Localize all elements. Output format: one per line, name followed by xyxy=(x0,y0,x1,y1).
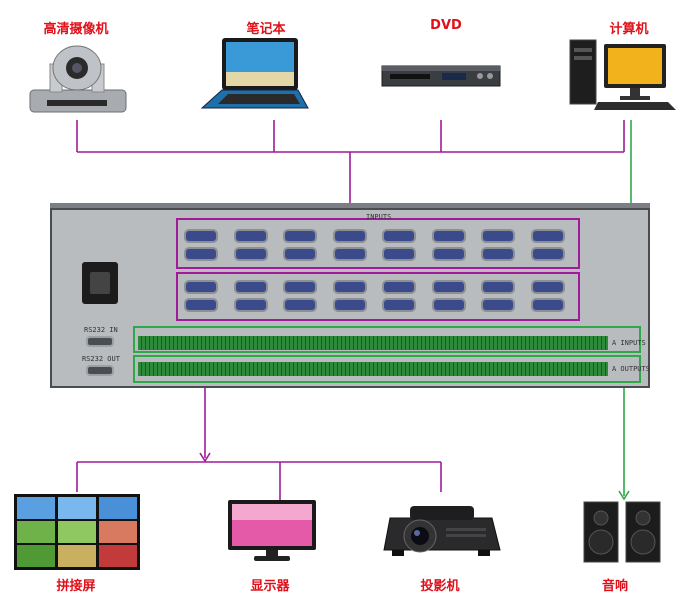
vga-port xyxy=(382,229,416,243)
inputs-highlight xyxy=(176,218,580,269)
output-label-video-wall: 拼接屏 xyxy=(56,579,96,594)
audio-outputs-highlight xyxy=(133,355,641,383)
rs232-in-port xyxy=(86,336,114,347)
audio-outputs-label: A OUTPUTS xyxy=(612,365,650,373)
vga-port xyxy=(481,298,515,312)
vga-port xyxy=(431,229,466,243)
rs232-out-port xyxy=(86,365,114,376)
monitor-icon xyxy=(228,500,316,561)
vga-port xyxy=(431,280,466,294)
vga-port xyxy=(382,247,416,261)
output-ports xyxy=(184,280,574,312)
dvd-player-icon xyxy=(381,65,501,87)
vga-port xyxy=(233,280,268,294)
vga-port xyxy=(332,229,367,243)
laptop-icon xyxy=(200,38,309,109)
vga-port xyxy=(283,298,317,312)
speakers-icon xyxy=(583,501,661,563)
video-wall-icon xyxy=(14,494,140,570)
source-label-laptop: 笔记本 xyxy=(246,22,286,37)
output-label-monitor: 显示器 xyxy=(250,579,290,594)
ptz-camera-icon xyxy=(29,45,127,113)
source-label-camera: 高清摄像机 xyxy=(43,22,109,37)
vga-port xyxy=(184,298,218,312)
input-ports xyxy=(184,229,574,261)
vga-port xyxy=(332,247,367,261)
vga-port xyxy=(332,280,367,294)
vga-port xyxy=(481,247,515,261)
matrix-chassis-top xyxy=(50,203,650,211)
vga-port xyxy=(530,229,565,243)
outputs-highlight xyxy=(176,272,580,321)
vga-port xyxy=(184,280,218,294)
inputs-label: INPUTS xyxy=(366,213,392,221)
vga-port xyxy=(184,247,218,261)
desktop-computer-icon xyxy=(569,39,676,110)
vga-port xyxy=(233,298,268,312)
vga-port xyxy=(431,298,466,312)
vga-port xyxy=(530,298,565,312)
vga-port xyxy=(283,247,317,261)
audio-inputs-label: A INPUTS xyxy=(612,339,646,347)
vga-port xyxy=(283,280,317,294)
vga-port xyxy=(481,229,515,243)
output-label-speakers: 音响 xyxy=(601,579,628,594)
vga-port xyxy=(530,247,565,261)
projector-icon xyxy=(383,506,501,556)
vga-port xyxy=(382,280,416,294)
source-label-computer: 计算机 xyxy=(609,22,649,37)
vga-port xyxy=(233,247,268,261)
vga-port xyxy=(481,280,515,294)
vga-port xyxy=(382,298,416,312)
vga-port xyxy=(332,298,367,312)
audio-inputs-highlight xyxy=(133,326,641,353)
vga-port xyxy=(530,280,565,294)
audio-output-terminals xyxy=(138,362,608,376)
vga-port xyxy=(431,247,466,261)
output-label-projector: 投影机 xyxy=(420,579,460,594)
audio-input-terminals xyxy=(138,336,608,350)
rs232-in-label: RS232 IN xyxy=(84,326,118,334)
rs232-out-label: RS232 OUT xyxy=(82,355,120,363)
source-label-dvd: DVD xyxy=(430,18,462,33)
vga-port xyxy=(184,229,218,243)
power-socket-icon xyxy=(82,262,118,304)
vga-port xyxy=(233,229,268,243)
vga-port xyxy=(283,229,317,243)
